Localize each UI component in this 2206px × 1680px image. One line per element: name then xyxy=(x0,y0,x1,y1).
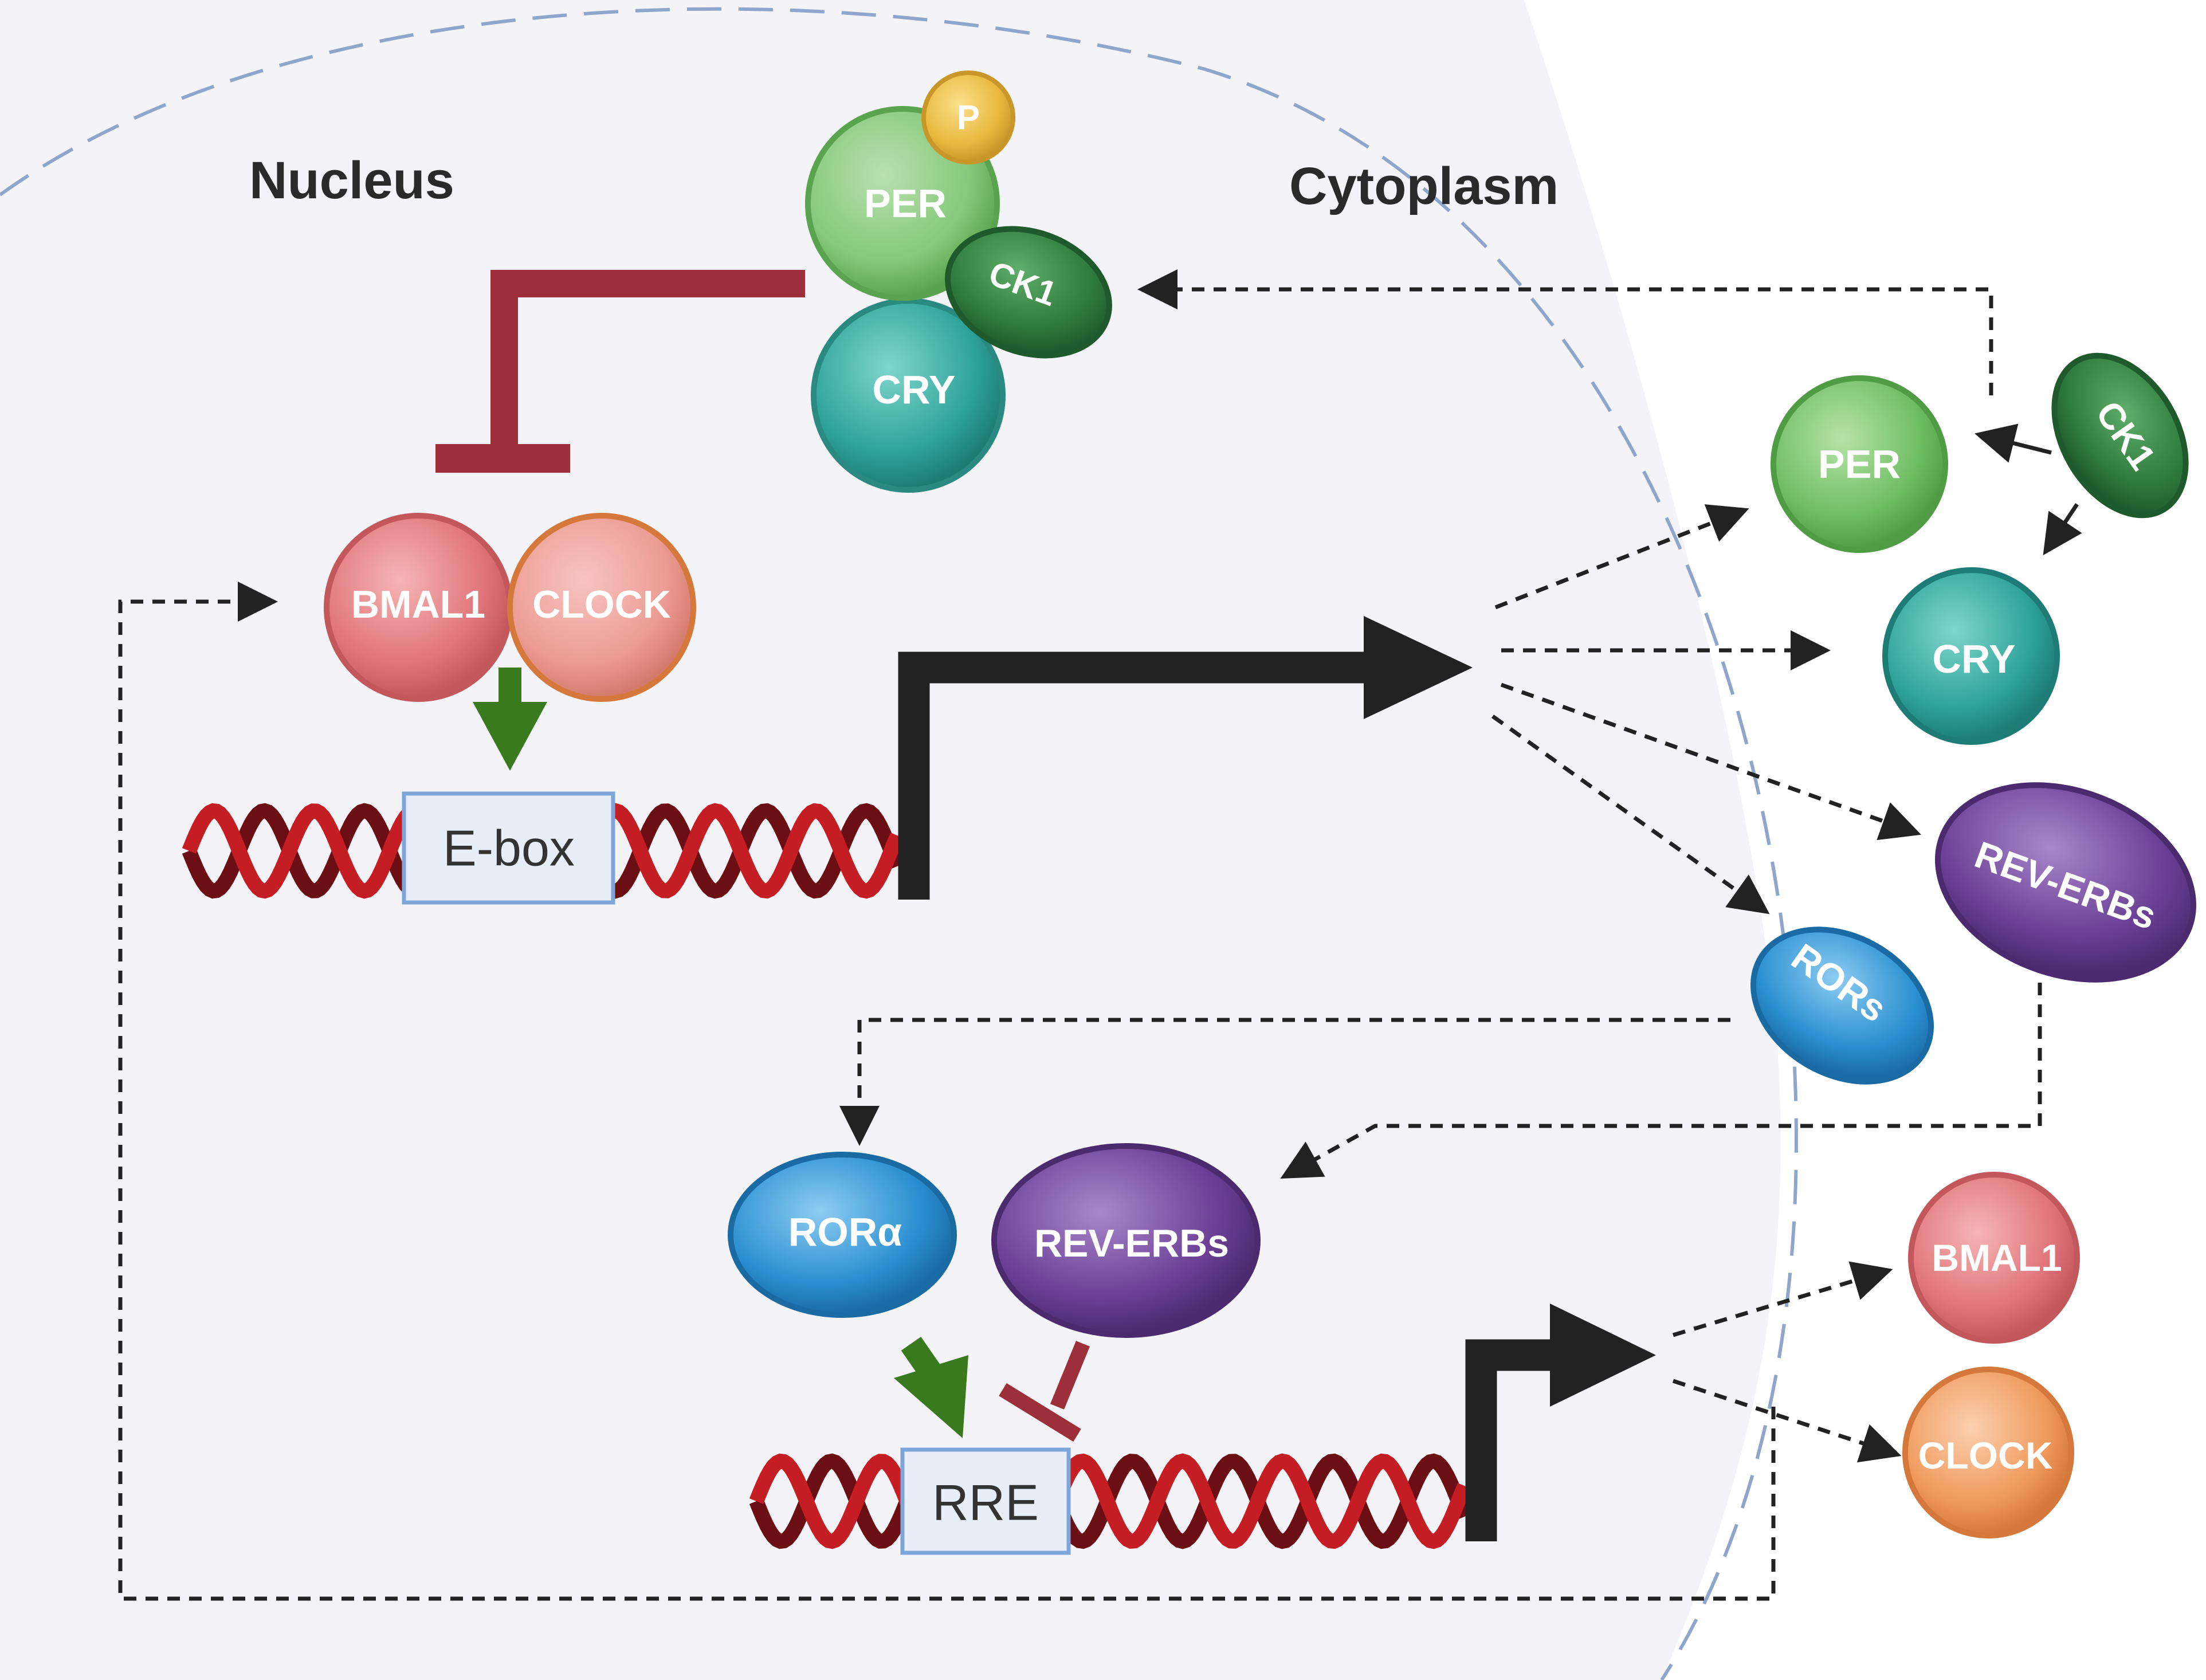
ebox-activation-arrowhead xyxy=(473,702,547,771)
bmal1-label: BMAL1 xyxy=(351,583,485,626)
dashed-arrow-to-bmal1 xyxy=(1672,1261,1893,1337)
rre-activation-arrowhead xyxy=(894,1355,968,1438)
bmal1-output-label: BMAL1 xyxy=(1932,1237,2062,1279)
ck1-to-per-arrow xyxy=(1975,423,2052,463)
clock-protein xyxy=(507,513,696,702)
per-cry-ck1-complex: CRY PER CK1 P xyxy=(805,70,1112,493)
transcription-arrow-lower xyxy=(1465,1339,1570,1541)
cry-complex-label: CRY xyxy=(872,367,955,412)
dashed-arrow-to-rev-erbs xyxy=(1500,682,1921,841)
dashed-arrow-to-rors xyxy=(1491,715,1770,914)
ck1-to-cry-arrow xyxy=(2043,503,2082,556)
ebox-activation-arrow-shaft xyxy=(498,668,521,708)
clock-output-label: CLOCK xyxy=(1918,1434,2053,1477)
per-cytoplasm-protein xyxy=(1771,375,1948,553)
dna-helix-lower xyxy=(749,1453,1471,1549)
ck1-complex-protein xyxy=(945,226,1112,359)
dashed-arrow-ck1-to-complex xyxy=(1137,269,1993,395)
transcription-arrow-upper xyxy=(898,651,1375,900)
phosphate-label: P xyxy=(957,99,980,137)
dashed-arrow-to-clock xyxy=(1672,1379,1902,1463)
nuclear-membrane xyxy=(0,7,1798,1680)
ror-alpha-protein xyxy=(728,1152,957,1318)
cry-complex-protein xyxy=(811,298,1006,493)
per-complex-label: PER xyxy=(864,181,947,226)
cry-cytoplasm-protein xyxy=(1882,567,2060,745)
phosphate-protein xyxy=(921,70,1015,164)
clock-label: CLOCK xyxy=(532,583,671,626)
rre-inhibition-bar xyxy=(999,1383,1081,1442)
nucleus-label: Nucleus xyxy=(249,151,454,210)
ebox-label: E-box xyxy=(443,820,575,877)
cry-cytoplasm-label: CRY xyxy=(1932,637,2015,681)
dashed-arrow-rev-erbs-to-nucleus xyxy=(1280,983,2042,1179)
ror-alpha-label: RORα xyxy=(788,1210,902,1254)
transcription-arrowhead-upper xyxy=(1364,616,1473,719)
inhibition-line-per-cry xyxy=(490,270,805,458)
rev-erbs-cytoplasm-protein xyxy=(1935,782,2196,983)
rre-element xyxy=(900,1447,1071,1555)
rors-cytoplasm-protein xyxy=(1750,927,1934,1085)
transcription-arrowhead-lower xyxy=(1550,1304,1656,1407)
bmal1-output-protein xyxy=(1908,1172,2080,1344)
ebox-element xyxy=(402,791,615,905)
dna-strand-2 xyxy=(749,1453,1471,1549)
rev-erbs-nucleus-label: REV-ERBs xyxy=(1034,1222,1229,1265)
ck1-cytoplasm-protein xyxy=(2051,352,2189,519)
rre-label: RRE xyxy=(932,1474,1039,1531)
dashed-arrow-rors-to-nucleus xyxy=(839,1018,1730,1146)
rre-inhibition-line xyxy=(1050,1341,1090,1410)
per-cytoplasm-label: PER xyxy=(1818,442,1901,486)
cytoplasm-label: Cytoplasm xyxy=(1289,157,1559,215)
rev-erbs-nucleus-protein xyxy=(991,1143,1261,1338)
inhibition-bar-per-cry xyxy=(435,444,570,473)
clock-output-protein xyxy=(1902,1367,2074,1538)
